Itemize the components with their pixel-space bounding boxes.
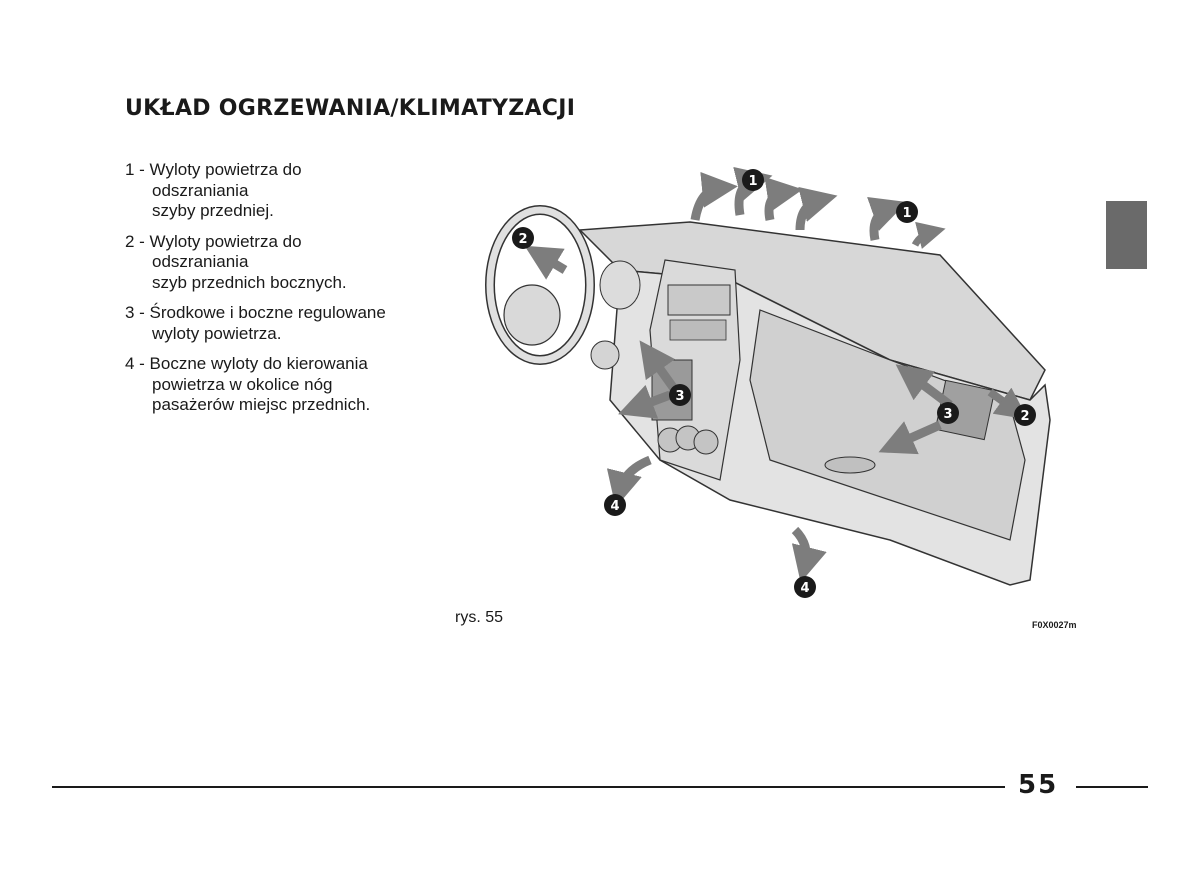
svg-text:2: 2	[1020, 409, 1029, 424]
marker-badge: 4	[794, 576, 816, 598]
legend-line: 3 - Środkowe i boczne regulowane	[125, 303, 386, 322]
svg-text:1: 1	[902, 206, 911, 221]
legend-item: 1 - Wyloty powietrza do odszraniania szy…	[125, 160, 425, 222]
marker-badge: 4	[604, 494, 626, 516]
legend-list: 1 - Wyloty powietrza do odszraniania szy…	[125, 160, 425, 426]
legend-line: powietrza w okolice nóg	[152, 374, 333, 394]
svg-text:4: 4	[800, 581, 809, 596]
svg-text:1: 1	[748, 174, 757, 189]
marker-badge: 2	[512, 227, 534, 249]
marker-badge: 1	[896, 201, 918, 223]
legend-line: 4 - Boczne wyloty do kierowania	[125, 354, 368, 373]
legend-line: szyby przedniej.	[152, 201, 274, 220]
section-tab	[1106, 201, 1147, 269]
marker-badge: 1	[742, 169, 764, 191]
legend-line: 1 - Wyloty powietrza do	[125, 160, 302, 179]
page-title: UKŁAD OGRZEWANIA/KLIMATYZACJI	[125, 96, 576, 121]
legend-line: wyloty powietrza.	[152, 323, 282, 343]
svg-text:3: 3	[675, 389, 684, 404]
svg-text:3: 3	[943, 407, 952, 422]
legend-line: pasażerów miejsc przednich.	[152, 395, 371, 414]
legend-line: szyb przednich bocznych.	[152, 272, 347, 292]
legend-line: odszraniania	[152, 180, 249, 200]
footer-rule	[52, 786, 1005, 788]
legend-item: 3 - Środkowe i boczne regulowane wyloty …	[125, 303, 425, 344]
legend-item: 2 - Wyloty powietrza do odszraniania szy…	[125, 232, 425, 294]
figure-code: F0X0027m	[1032, 620, 1077, 630]
marker-badge: 2	[1014, 404, 1036, 426]
legend-line: 2 - Wyloty powietrza do	[125, 231, 302, 251]
legend-line: odszraniania	[152, 252, 249, 271]
page-number: 55	[1018, 770, 1059, 800]
figure-caption: rys. 55	[455, 609, 504, 626]
marker-badge: 3	[669, 384, 691, 406]
footer-rule	[1076, 786, 1148, 788]
marker-badge: 3	[937, 402, 959, 424]
svg-text:4: 4	[610, 499, 619, 514]
legend-item: 4 - Boczne wyloty do kierowania powietrz…	[125, 354, 425, 416]
dashboard-illustration: 1 1 2 2 3 3 4 4	[485, 166, 1051, 598]
svg-text:2: 2	[518, 232, 527, 247]
